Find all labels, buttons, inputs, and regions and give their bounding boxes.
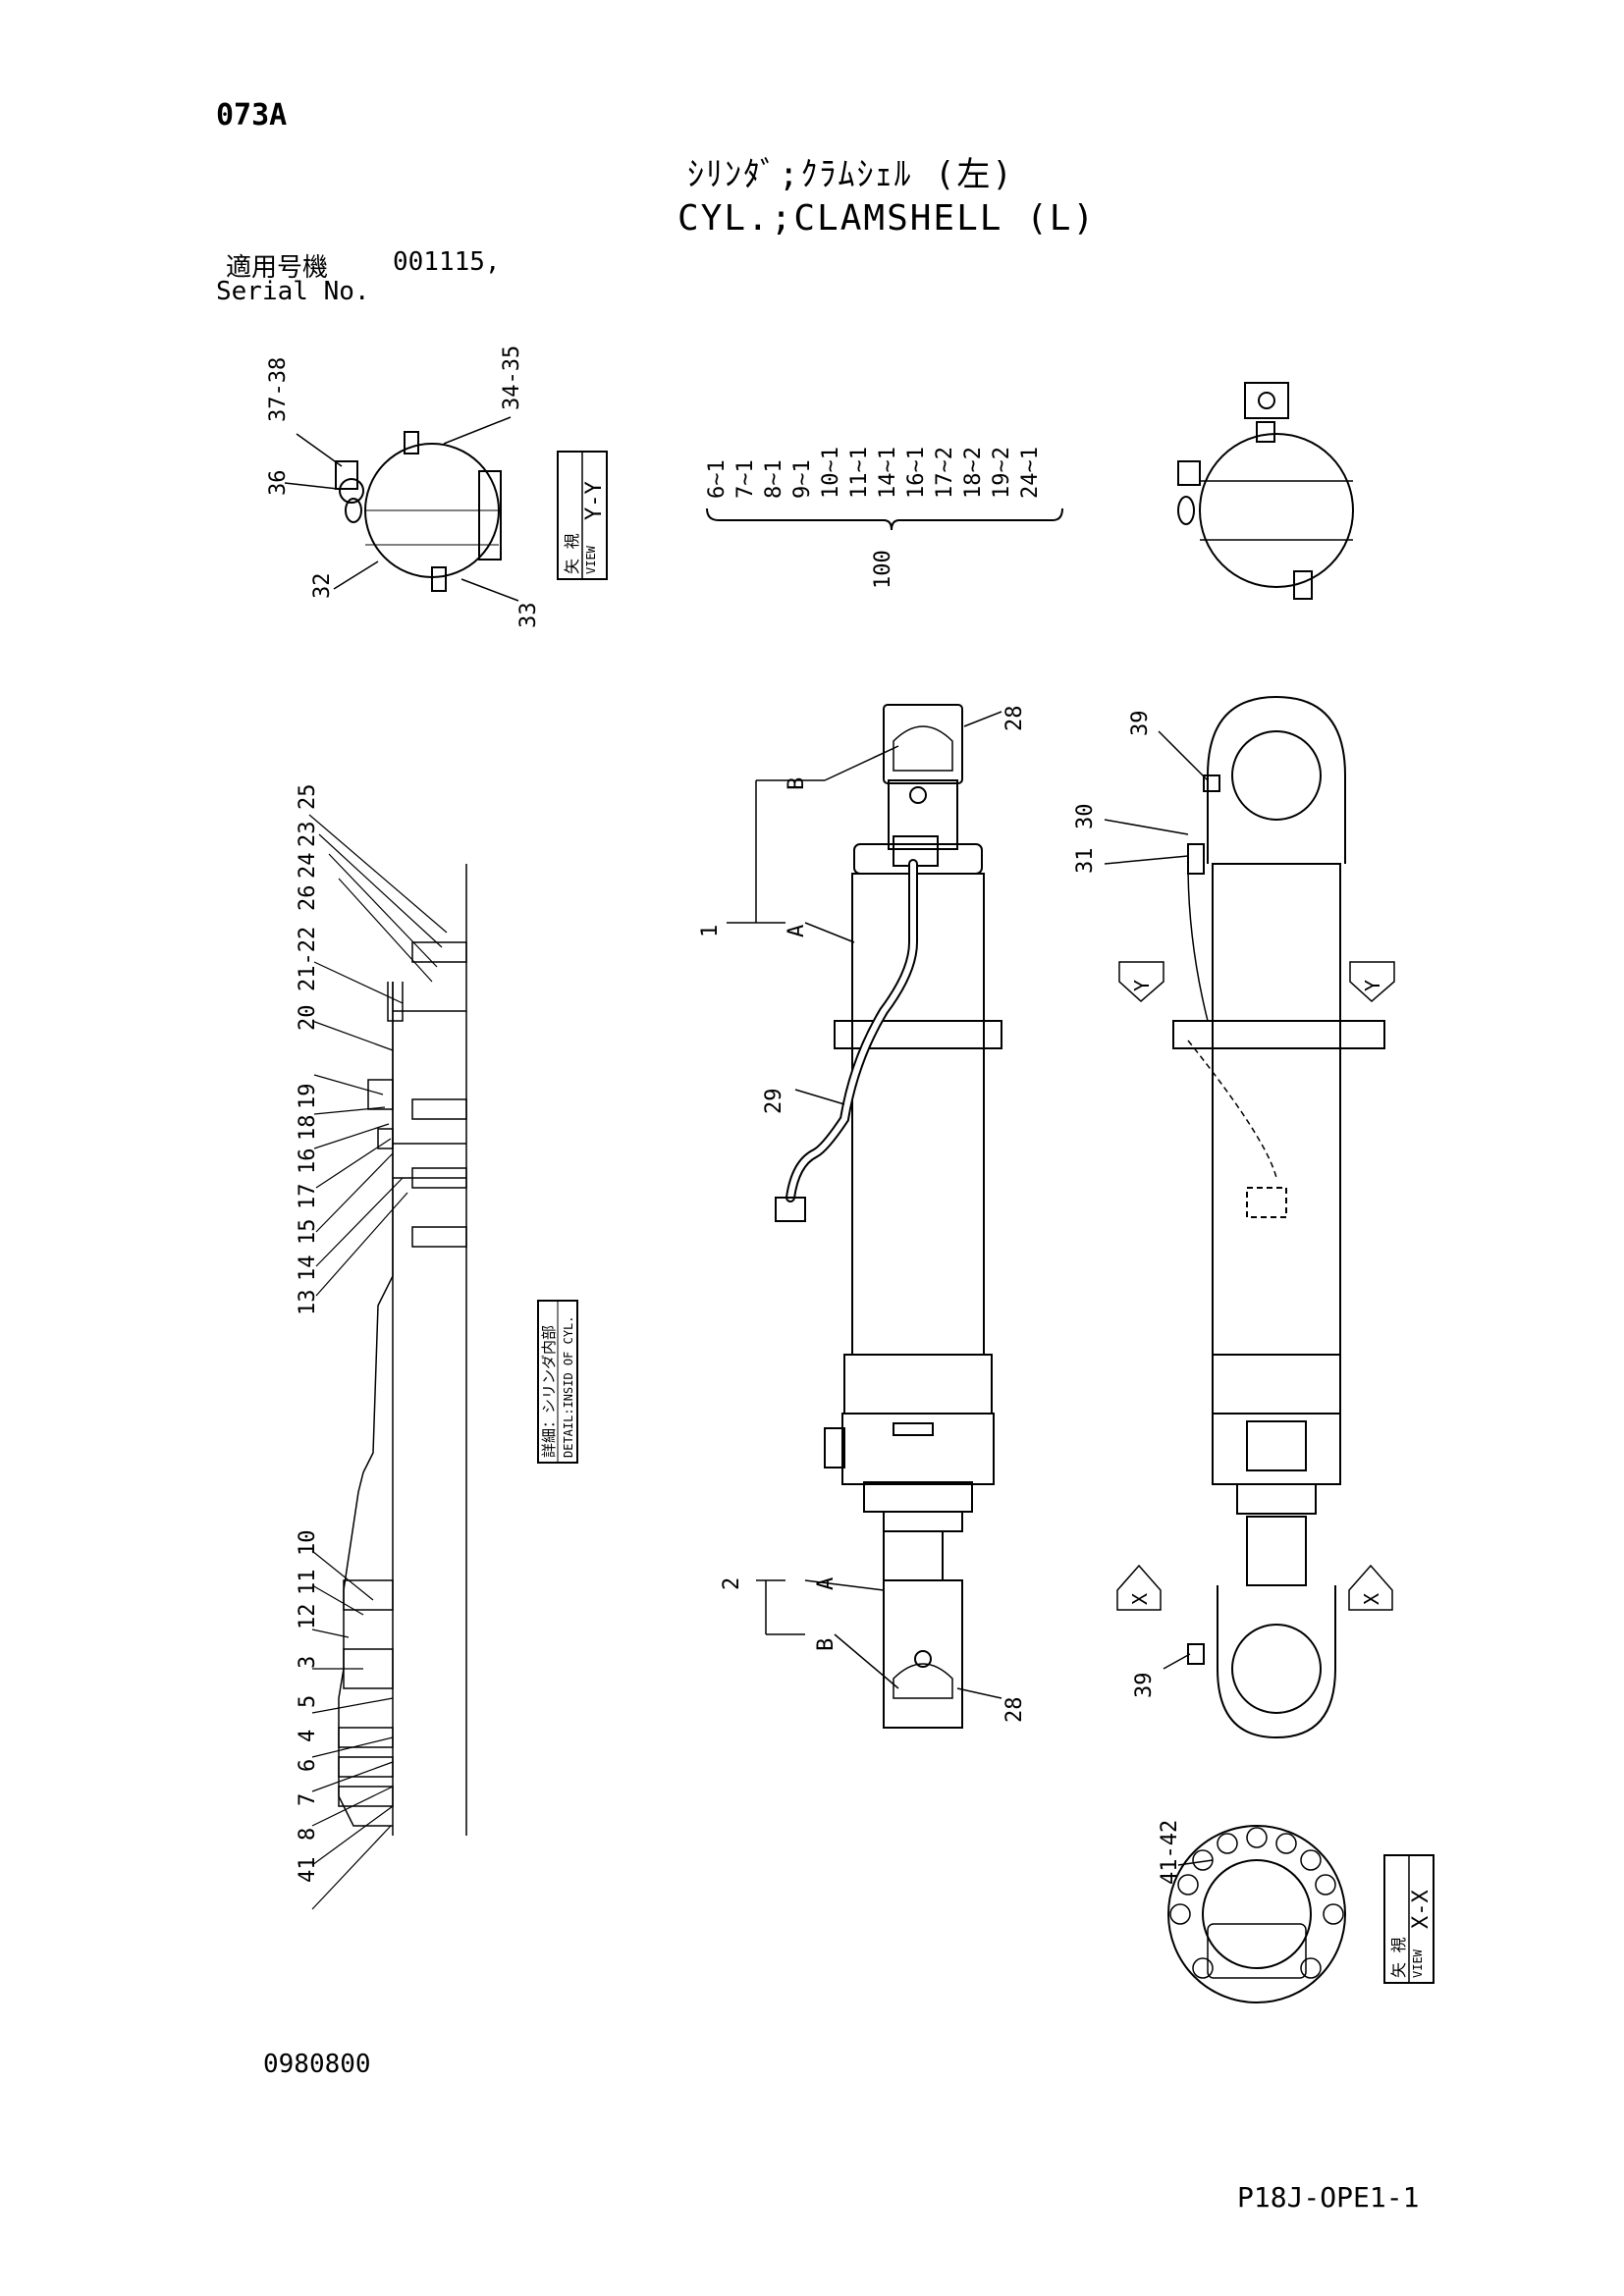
arrow-y-left-label: Y [1130, 980, 1154, 991]
side-tube [1212, 863, 1341, 1356]
detail-callout-23: 23 [296, 822, 320, 848]
kit-item-2: 8~1 [762, 459, 786, 499]
detail-box-jp: 詳細：シリンダ内部 [540, 1325, 558, 1458]
kit-item-10: 19~2 [990, 447, 1014, 499]
detail-callout-7: 7 [296, 1793, 320, 1806]
front-callout-2: 2 [720, 1577, 744, 1590]
detail-callout-12: 12 [296, 1604, 320, 1630]
detail-box-en: DETAIL:INSID OF CYL. [562, 1316, 575, 1459]
xx-flange [1167, 1825, 1346, 2003]
kit-item-9: 18~2 [961, 447, 986, 499]
side-callout-30: 30 [1073, 804, 1098, 830]
detail-callout-25: 25 [296, 784, 320, 811]
callout-33: 33 [516, 603, 541, 629]
front-callout-a-top: A [785, 925, 809, 937]
yy-view-kanji: 矢 視 [563, 533, 581, 574]
yy-clamp-bottom [431, 566, 447, 592]
arrow-x-right-label: X [1360, 1593, 1383, 1605]
side-callout-39-bottom: 39 [1132, 1673, 1157, 1699]
yy-fitting [339, 478, 364, 504]
xx-view-sub: VIEW [1411, 1949, 1425, 1978]
serial-value: 001115, [393, 247, 501, 277]
detail-callout-4: 4 [296, 1730, 320, 1742]
detail-callout-18: 18 [296, 1115, 320, 1142]
yy-view-label: Y-Y [582, 481, 607, 520]
view-yy [284, 416, 608, 602]
front-top-clevis [883, 704, 963, 784]
arrow-x-left-label: X [1128, 1593, 1152, 1605]
detail-callout-5: 5 [296, 1695, 320, 1708]
yy-band-block [478, 470, 502, 561]
detail-callout-11: 11 [296, 1570, 320, 1596]
kit-item-8: 17~2 [933, 447, 957, 499]
callout-37-38: 37-38 [266, 357, 291, 422]
front-callout-29: 29 [762, 1089, 786, 1115]
side-rod-eye [1217, 1585, 1336, 1739]
kit-item-7: 16~1 [904, 447, 929, 499]
sheet-id: 073A [216, 98, 288, 133]
detail-callout-3: 3 [296, 1656, 320, 1669]
view-xx [1167, 1825, 1435, 2003]
callout-34-35: 34-35 [500, 346, 524, 410]
callout-36: 36 [266, 470, 291, 497]
detail-callout-6: 6 [296, 1759, 320, 1772]
detail-callout-14: 14 [296, 1255, 320, 1282]
detail-callout-15: 15 [296, 1219, 320, 1246]
detail-callout-17: 17 [296, 1184, 320, 1210]
side-callout-31: 31 [1073, 848, 1098, 875]
detail-callout-21-22: 21-22 [296, 927, 320, 991]
detail-callout-26: 26 [296, 885, 320, 912]
side-callout-39-top: 39 [1128, 711, 1153, 737]
serial-label-japanese: 適用号機 [226, 253, 329, 283]
arrow-y-left [1118, 961, 1164, 1003]
arrow-y-right-label: Y [1361, 980, 1384, 991]
front-callout-28-bottom: 28 [1002, 1697, 1027, 1724]
title-english: CYL.;CLAMSHELL (L) [677, 198, 1097, 239]
xx-callout-41-42: 41-42 [1158, 1820, 1182, 1885]
arrow-x-left [1116, 1564, 1162, 1611]
document-number: 0980800 [263, 2050, 371, 2079]
main-front-view [727, 704, 1002, 1729]
detail-callout-16: 16 [296, 1148, 320, 1175]
arrow-y-right [1349, 961, 1395, 1003]
serial-label-english: Serial No. [216, 277, 370, 306]
front-callout-b-bottom: B [814, 1638, 839, 1651]
front-rod [883, 1530, 944, 1581]
detail-inside-cylinder [308, 814, 578, 1910]
top-right-end-view [1177, 382, 1354, 600]
front-callout-b-top: B [785, 777, 809, 790]
yy-view-sub: VIEW [584, 545, 598, 574]
front-rod-eye [883, 1579, 963, 1729]
kit-item-0: 6~1 [705, 459, 730, 499]
kit-item-1: 7~1 [733, 459, 758, 499]
callout-32: 32 [310, 573, 335, 600]
main-side-view [1104, 695, 1395, 1739]
arrow-x-right [1348, 1564, 1393, 1611]
detail-callout-20: 20 [296, 1005, 320, 1032]
xx-view-label: X-X [1409, 1890, 1434, 1929]
front-callout-1: 1 [698, 925, 723, 937]
detail-callout-13: 13 [296, 1290, 320, 1316]
detail-callout-10: 10 [296, 1530, 320, 1557]
detail-callout-19: 19 [296, 1084, 320, 1110]
title-japanese: ｼﾘﾝﾀﾞ;ｸﾗﾑｼｪﾙ (左) [687, 155, 1014, 194]
side-top-eye [1207, 695, 1346, 864]
front-callout-28-top: 28 [1002, 706, 1027, 732]
xx-view-kanji: 矢 視 [1389, 1937, 1408, 1978]
page-reference: P18J-OPE1-1 [1237, 2181, 1420, 2214]
kit-item-5: 11~1 [847, 447, 872, 499]
front-callout-a-bottom: A [814, 1577, 839, 1590]
detail-callout-8: 8 [296, 1828, 320, 1841]
kit-bracket [706, 507, 1063, 531]
yy-clamp-top [404, 431, 419, 454]
kit-item-3: 9~1 [790, 459, 815, 499]
kit-item-6: 14~1 [876, 447, 900, 499]
kit-item-11: 24~1 [1018, 447, 1043, 499]
detail-callout-24: 24 [296, 853, 320, 880]
front-tube [851, 873, 985, 1356]
detail-callout-41: 41 [296, 1857, 320, 1884]
kit-number: 100 [871, 550, 895, 589]
kit-item-4: 10~1 [819, 447, 843, 499]
